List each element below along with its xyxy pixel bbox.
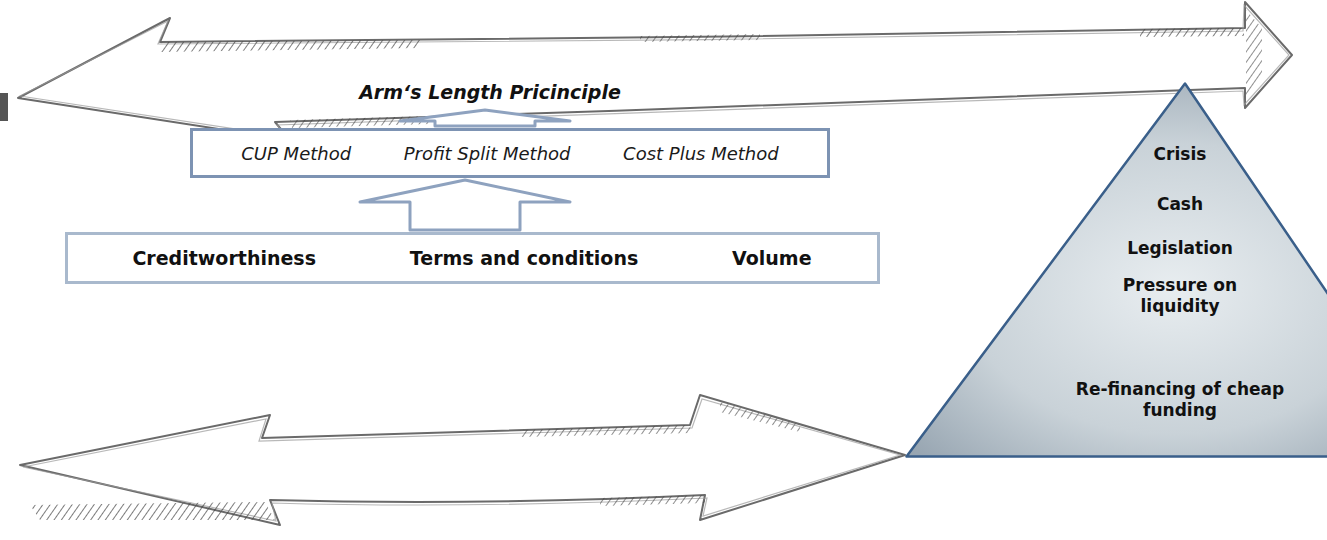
edge-bar: [0, 93, 8, 121]
box-text: Cost Plus Method: [623, 143, 779, 164]
driver-text: Crisis: [1110, 144, 1250, 165]
driver-text: Re-financing of cheap funding: [1055, 379, 1305, 422]
box-text: Creditworthiness: [132, 247, 316, 269]
box-text: Volume: [732, 247, 811, 269]
driver-triangle: CrisisCashLegislationPressure on liquidi…: [905, 82, 1327, 458]
driver-text: Pressure on liquidity: [1105, 275, 1255, 318]
up-arrow: [400, 110, 570, 126]
method-box: CUP Method Profit Split Method Cost Plus M…: [190, 128, 830, 178]
driver-text: Legislation: [1090, 238, 1270, 259]
hollow-block-arrow: [360, 180, 570, 230]
box-text: CUP Method: [241, 143, 351, 164]
factor-box: Creditworthiness Terms and conditions Volu…: [65, 232, 880, 284]
box-text: Terms and conditions: [410, 247, 638, 269]
principle-label: Arm‘s Length Pricinciple: [355, 81, 625, 103]
triangle-shape: [905, 82, 1327, 458]
box-text: Profit Split Method: [404, 143, 571, 164]
top-sketch-arrow: [18, 2, 1292, 140]
driver-text: Cash: [1110, 194, 1250, 215]
bottom-sketch-arrow: [20, 395, 905, 525]
